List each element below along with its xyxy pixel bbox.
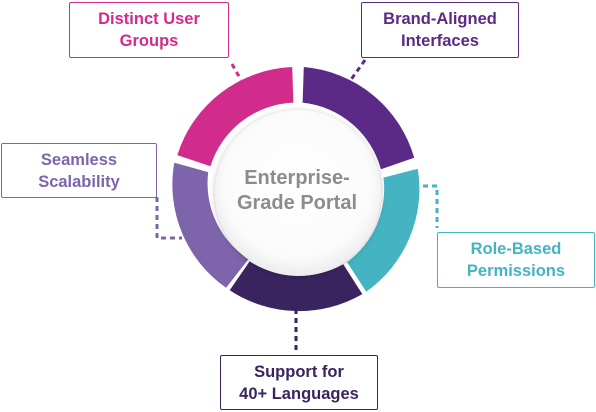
center-circle bbox=[215, 110, 381, 276]
label-support-for-languages: Support for 40+ Languages bbox=[220, 355, 378, 410]
ring-segment-role-based-permissions bbox=[347, 168, 420, 292]
ring-segment-brand-aligned-interfaces bbox=[302, 67, 415, 170]
label-role-based-permissions: Role-Based Permissions bbox=[437, 232, 595, 288]
label-distinct-user-groups: Distinct User Groups bbox=[69, 2, 229, 58]
label-seamless-scalability: Seamless Scalability bbox=[1, 143, 157, 198]
ring-segment-distinct-user-groups bbox=[177, 67, 294, 167]
connector-role-based-permissions bbox=[414, 184, 439, 228]
connector-brand-aligned-interfaces bbox=[348, 59, 367, 82]
connector-seamless-scalability bbox=[155, 197, 182, 240]
ring-segment-seamless-scalability bbox=[172, 162, 249, 288]
connector-distinct-user-groups bbox=[230, 63, 243, 81]
label-brand-aligned-interfaces: Brand-Aligned Interfaces bbox=[361, 2, 519, 58]
ring-segment-support-for-languages bbox=[229, 261, 363, 312]
center-title: Enterprise- Grade Portal bbox=[236, 167, 358, 214]
